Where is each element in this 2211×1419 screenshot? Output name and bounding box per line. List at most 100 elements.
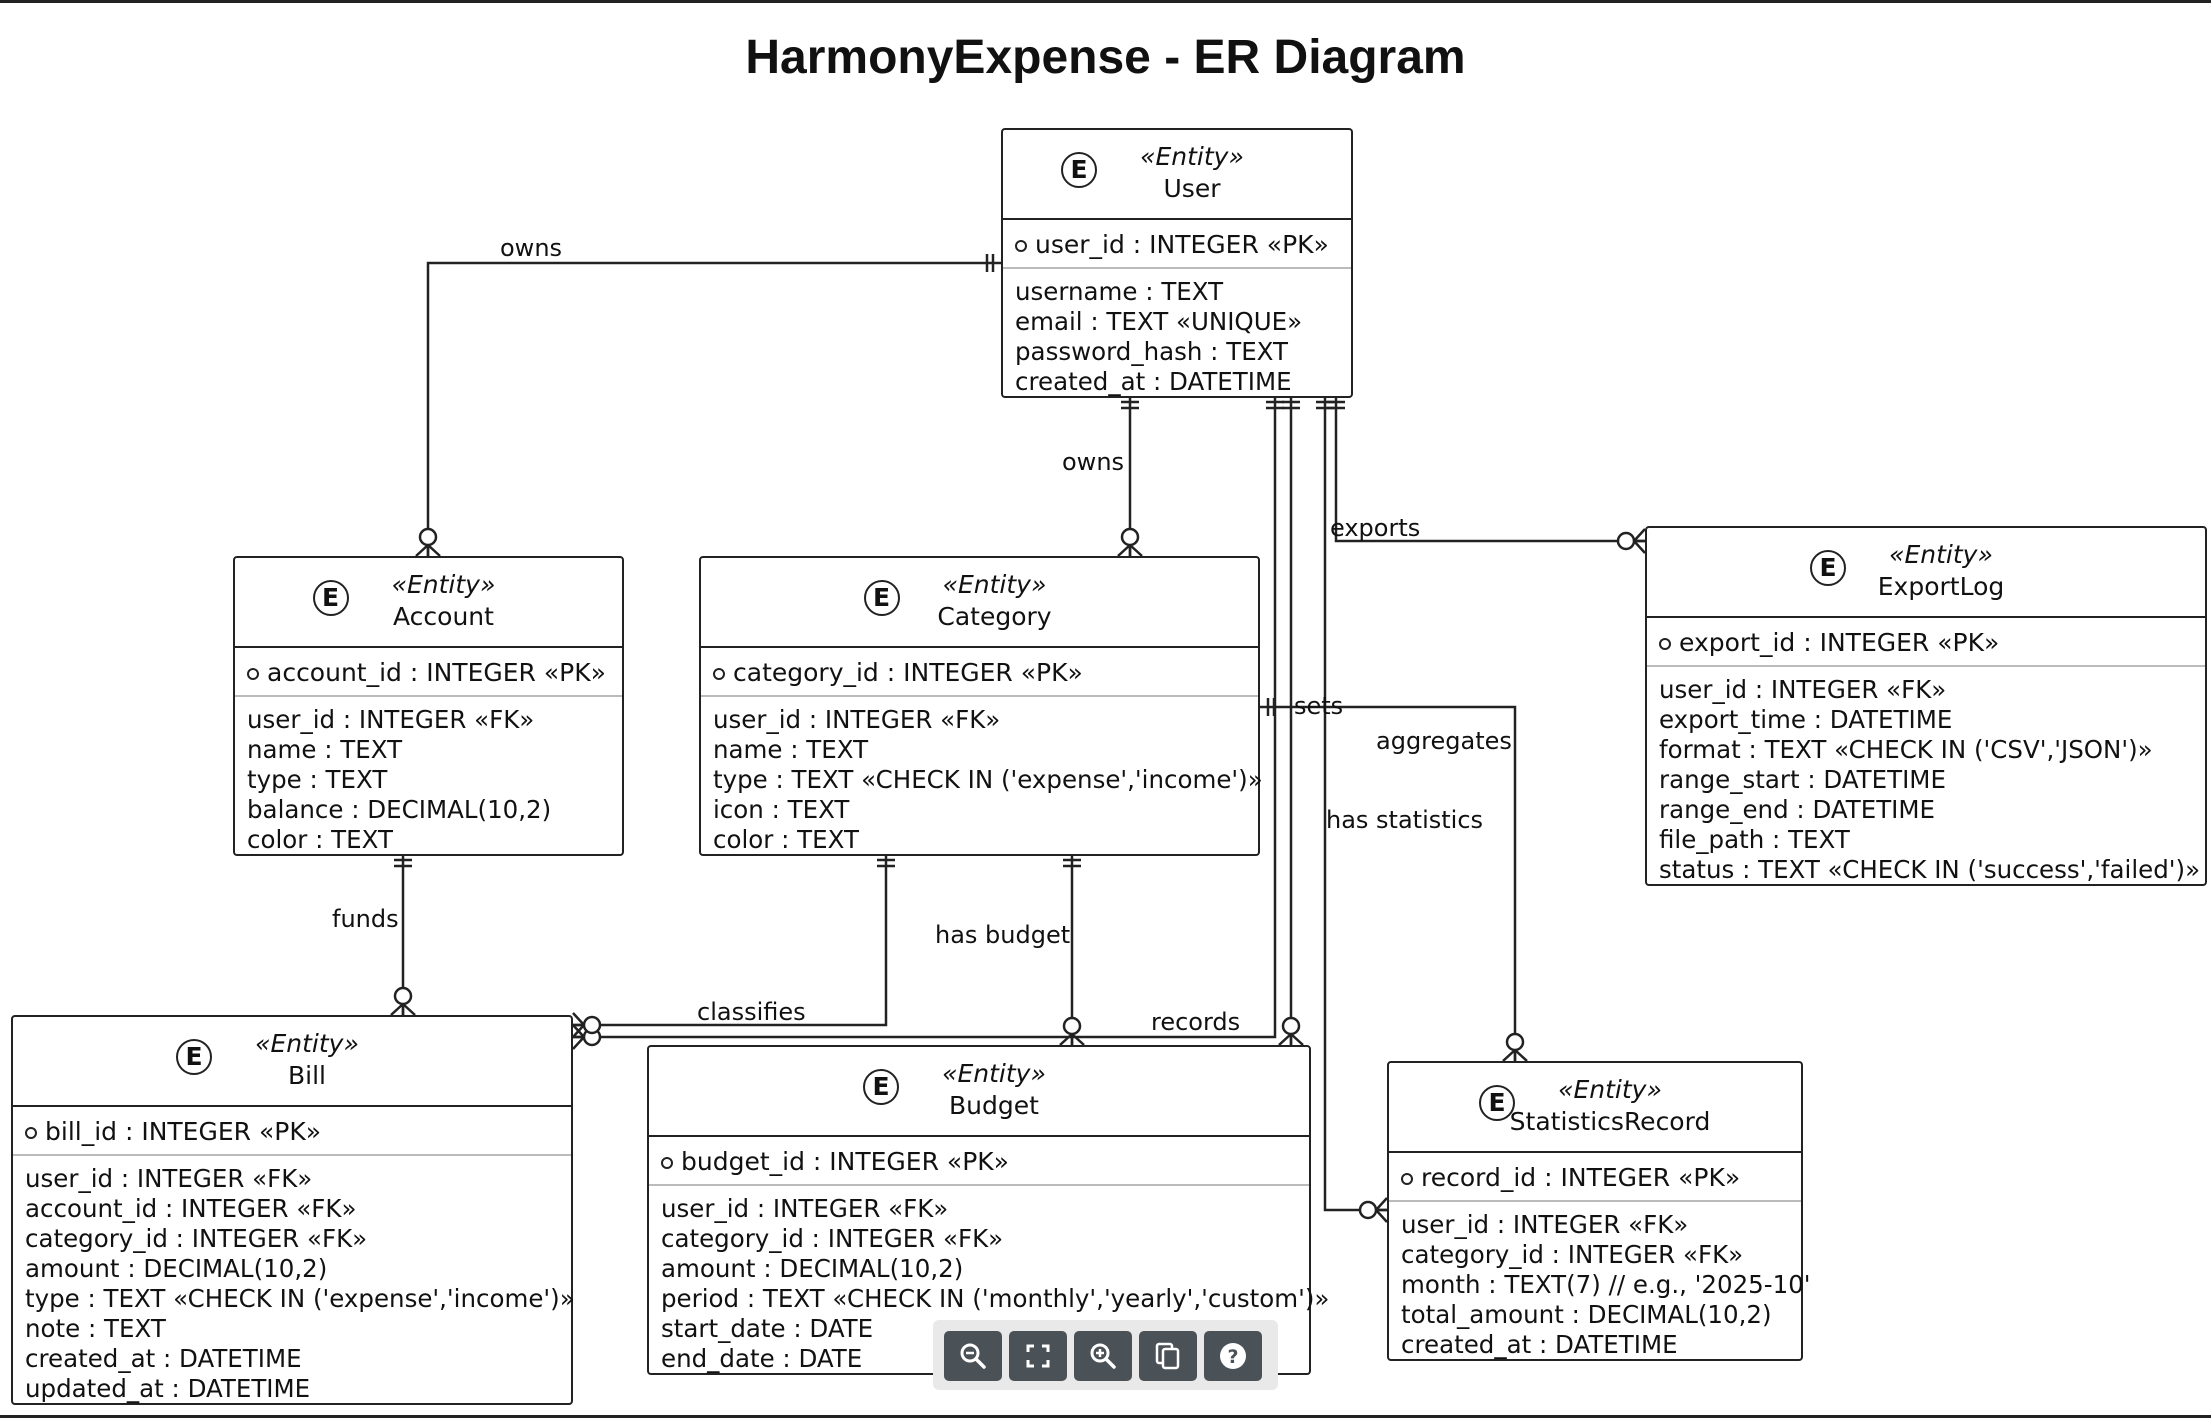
entity-field: password_hash : TEXT [1015, 337, 1288, 366]
edge-user-account [426, 261, 1001, 556]
crows-foot [572, 1012, 585, 1026]
copy-button[interactable] [1139, 1331, 1197, 1381]
crows-foot [1514, 1049, 1528, 1062]
label-owns-account: owns [500, 234, 563, 262]
entity-fields: user_id : INTEGER «FK»account_id : INTEG… [13, 1156, 575, 1410]
entity-field: export_time : DATETIME [1659, 705, 1953, 734]
entity-field: username : TEXT [1015, 277, 1224, 306]
primary-key-row: export_id : INTEGER «PK» [1647, 618, 2205, 667]
entity-field: range_start : DATETIME [1659, 765, 1946, 794]
cardinality-zero-circle [1062, 1016, 1082, 1036]
entity-badge-icon: E [1479, 1085, 1515, 1121]
entity-field: type : TEXT «CHECK IN ('expense','income… [25, 1284, 575, 1313]
entity-fields: user_id : INTEGER «FK»category_id : INTE… [649, 1186, 1330, 1380]
crows-foot [402, 1003, 416, 1016]
entity-field: note : TEXT [25, 1314, 166, 1343]
entity-field: status : TEXT «CHECK IN ('success','fail… [1659, 855, 2201, 884]
fit-screen-button[interactable] [1009, 1331, 1067, 1381]
entity-field: total_amount : DECIMAL(10,2) [1401, 1300, 1772, 1329]
entity-header: E«Entity»Category [701, 558, 1258, 648]
crows-foot [1278, 1033, 1292, 1046]
entity-stereotype: «Entity» [1140, 142, 1244, 171]
entity-field: name : TEXT [713, 735, 869, 764]
crows-foot [1059, 1033, 1073, 1046]
entity-field: end_date : DATE [661, 1344, 863, 1373]
crows-foot [1633, 540, 1646, 554]
entity-field: account_id : INTEGER «FK» [25, 1194, 357, 1223]
entity-name: ExportLog [1877, 572, 2005, 601]
zoom-out-button[interactable] [944, 1331, 1002, 1381]
copy-icon [1155, 1342, 1180, 1370]
crows-foot [1117, 544, 1131, 557]
pk-circle-icon [25, 1127, 37, 1139]
entity-field: created_at : DATETIME [1015, 367, 1292, 396]
entity-field: name : TEXT [247, 735, 403, 764]
crows-foot [572, 1036, 585, 1050]
primary-key-text: user_id : INTEGER «PK» [1035, 230, 1329, 259]
crows-foot [1375, 1209, 1388, 1223]
zoom-in-button[interactable] [1074, 1331, 1132, 1381]
entity-field: user_id : INTEGER «FK» [247, 705, 535, 734]
primary-key-text: budget_id : INTEGER «PK» [681, 1147, 1009, 1176]
primary-key-text: export_id : INTEGER «PK» [1679, 628, 2000, 657]
label-has-budget: has budget [935, 921, 1071, 949]
entity-field: month : TEXT(7) // e.g., '2025-10' [1401, 1270, 1811, 1299]
bottom-border [0, 1415, 2211, 1418]
label-aggregates: aggregates [1376, 727, 1512, 755]
entity-field: user_id : INTEGER «FK» [1659, 675, 1947, 704]
crows-foot [1375, 1197, 1388, 1211]
entity-field: category_id : INTEGER «FK» [1401, 1240, 1744, 1269]
crows-foot [427, 544, 441, 557]
svg-text:?: ? [1227, 1346, 1238, 1368]
crows-foot [1129, 544, 1143, 557]
entity-stereotype: «Entity» [391, 570, 496, 599]
entity-badge-icon: E [176, 1039, 212, 1075]
entity-field: email : TEXT «UNIQUE» [1015, 307, 1303, 336]
edge-category-stats [1260, 705, 1517, 1061]
label-funds: funds [332, 905, 399, 933]
cardinality-zero-circle [418, 527, 438, 547]
entity-field: created_at : DATETIME [25, 1344, 302, 1373]
entity-header: E «Entity» StatisticsRecord [1389, 1063, 1801, 1153]
entity-name: Category [937, 602, 1052, 631]
entity-badge-icon: E [1061, 152, 1097, 188]
crows-foot [1290, 1033, 1304, 1046]
entity-field: type : TEXT [247, 765, 388, 794]
primary-key-row: category_id : INTEGER «PK» [701, 648, 1258, 697]
entity-stereotype: «Entity» [942, 1059, 1046, 1088]
diagram-title: HarmonyExpense - ER Diagram [745, 31, 1466, 84]
entity-field: balance : DECIMAL(10,2) [247, 795, 552, 824]
entity-field: category_id : INTEGER «FK» [661, 1224, 1004, 1253]
help-icon: ? [1220, 1343, 1246, 1369]
entity-name: Budget [949, 1091, 1039, 1120]
entity-badge-icon: E [1810, 550, 1846, 586]
entity-badge-icon: E [312, 580, 349, 616]
crows-foot [572, 1024, 585, 1038]
entity-name: StatisticsRecord [1509, 1107, 1711, 1136]
entity-field: period : TEXT «CHECK IN ('monthly','year… [661, 1284, 1330, 1313]
fit-screen-icon [1026, 1344, 1050, 1368]
cardinality-zero-circle [1358, 1200, 1378, 1220]
entity-header: E«Entity»Bill [13, 1017, 571, 1107]
primary-key-text: bill_id : INTEGER «PK» [45, 1117, 322, 1146]
primary-key-row: account_id : INTEGER «PK» [235, 648, 622, 697]
entity-field: type : TEXT «CHECK IN ('expense','income… [713, 765, 1263, 794]
edge-user-exportlog [1334, 398, 1645, 543]
pk-circle-icon [713, 668, 725, 680]
zoom-out-icon [960, 1343, 986, 1369]
edge-user-bill [573, 398, 1277, 1039]
pk-circle-icon [1401, 1173, 1413, 1185]
help-button[interactable]: ? [1204, 1331, 1262, 1381]
label-records: records [1151, 1008, 1241, 1036]
entity-stereotype: «Entity» [1558, 1075, 1662, 1104]
entity-stereotype: «Entity» [255, 1029, 359, 1058]
